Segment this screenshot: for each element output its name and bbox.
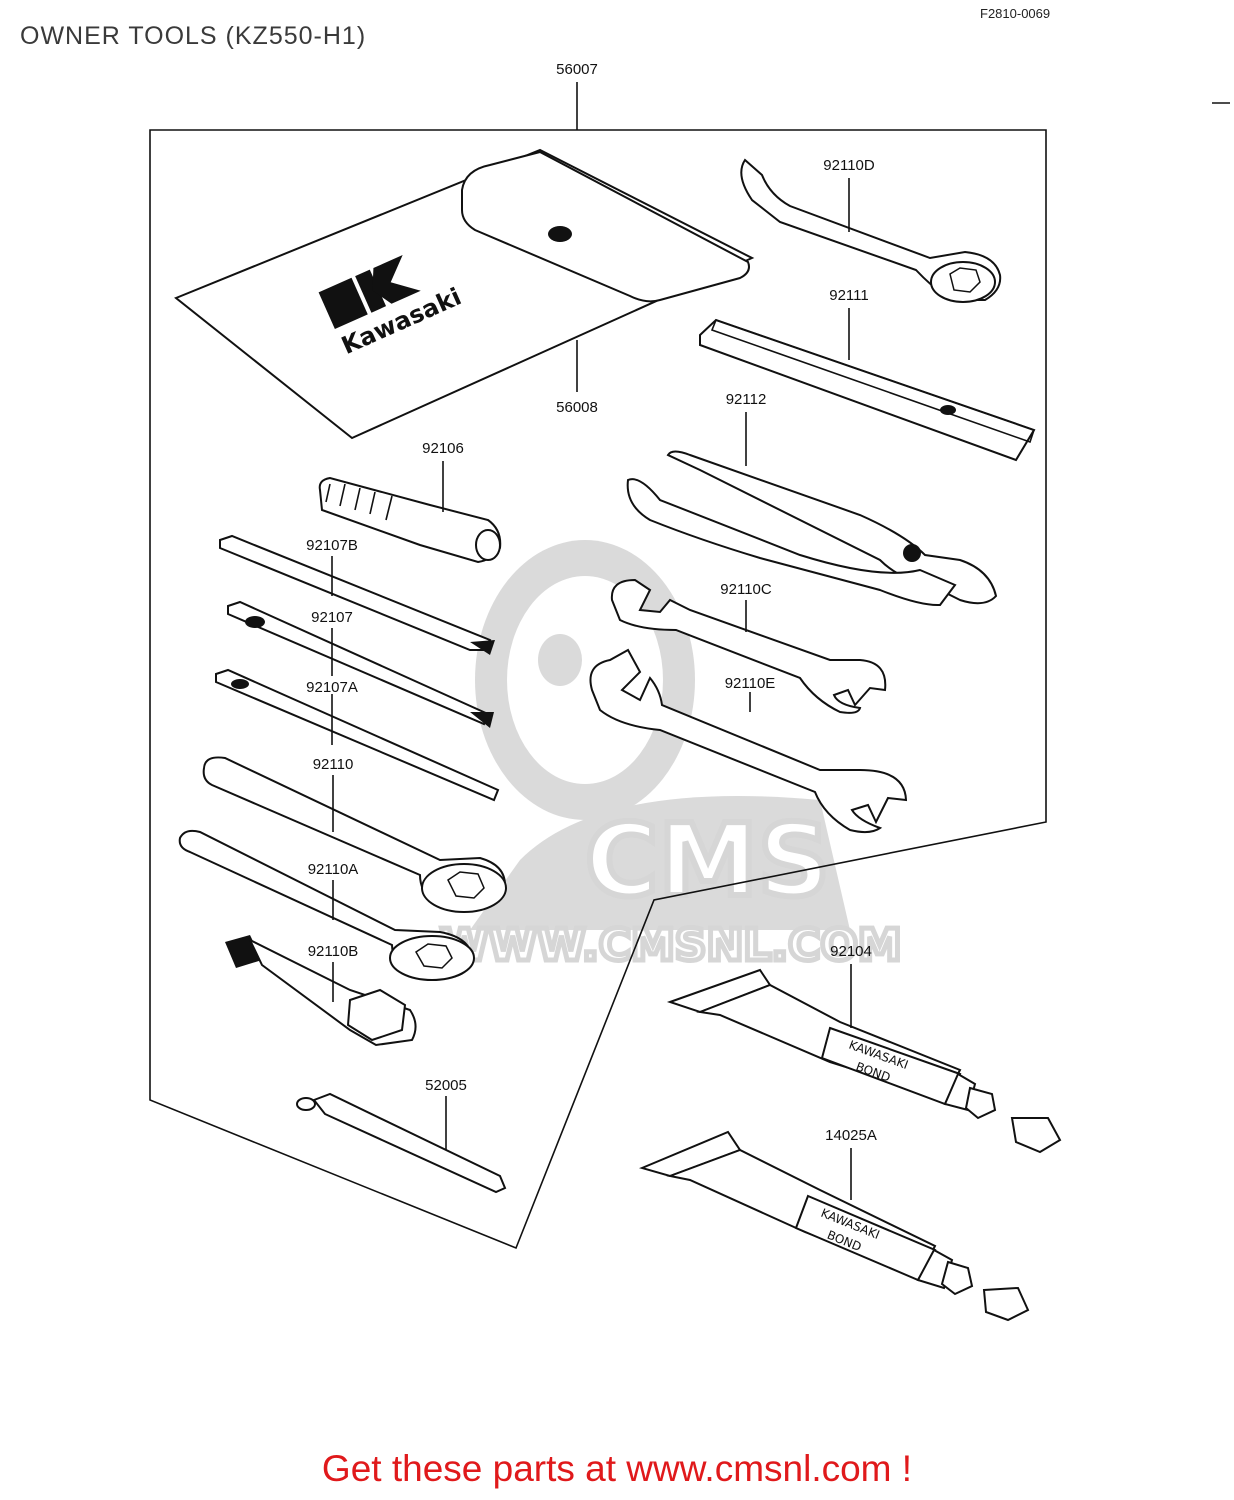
callout-92110E: 92110E xyxy=(725,675,776,692)
watermark-mascot-body xyxy=(470,796,850,930)
open-end-wrench-92110E xyxy=(589,648,908,834)
driver-handle xyxy=(318,476,502,564)
slip-joint-pliers xyxy=(626,450,998,607)
callout-52005: 52005 xyxy=(425,1077,467,1094)
watermark-url-text: WWW.CMSNL.COM xyxy=(440,920,902,971)
screwdriver-bit-92107B xyxy=(219,534,495,655)
flat-bar-tool xyxy=(699,318,1036,462)
hook-spanner xyxy=(740,158,1002,303)
callout-92106: 92106 xyxy=(422,440,464,457)
pouch-flap xyxy=(461,150,750,303)
watermark-logo-text: CMS xyxy=(585,802,830,919)
callout-92110C: 92110C xyxy=(720,581,772,598)
screwdriver-bit-92107 xyxy=(227,600,494,728)
kawasaki-bond-tube-92104: KAWASAKI BOND xyxy=(666,968,1062,1154)
kit-group-frame xyxy=(149,129,1047,1250)
tool-pouch: Kawasaki xyxy=(174,148,755,440)
screwdriver-bit-92107A xyxy=(215,668,500,802)
pouch-snap-button xyxy=(548,226,572,242)
open-end-wrench-92110C xyxy=(610,578,887,714)
page-title: OWNER TOOLS (KZ550-H1) xyxy=(20,22,367,50)
ring-spanner-92110A xyxy=(178,829,475,981)
drawing-code: F2810-0069 xyxy=(980,6,1051,21)
callout-56008: 56008 xyxy=(556,399,598,416)
callout-92107A: 92107A xyxy=(306,679,358,696)
callout-14025A: 14025A xyxy=(825,1127,877,1144)
callout-92110: 92110 xyxy=(313,756,354,773)
screwdriver-52005 xyxy=(296,1092,507,1194)
callout-92107: 92107 xyxy=(311,609,353,626)
callout-92112: 92112 xyxy=(726,391,767,408)
watermark-mascot-face xyxy=(507,576,663,784)
callout-92111: 92111 xyxy=(829,287,869,304)
callout-92107B: 92107B xyxy=(306,537,358,554)
kawasaki-bond-tube-14025A: KAWASAKI BOND xyxy=(638,1130,1030,1322)
callout-56007: 56007 xyxy=(556,61,598,78)
callout-92104: 92104 xyxy=(830,943,872,960)
callout-92110B: 92110B xyxy=(308,943,359,960)
watermark-mascot-eye xyxy=(538,634,582,686)
callout-92110D: 92110D xyxy=(823,157,875,174)
cmsnl-footer-link[interactable]: Get these parts at www.cmsnl.com ! xyxy=(321,1448,913,1489)
callout-92110A: 92110A xyxy=(308,861,359,878)
ring-spanner-92110 xyxy=(202,756,507,913)
